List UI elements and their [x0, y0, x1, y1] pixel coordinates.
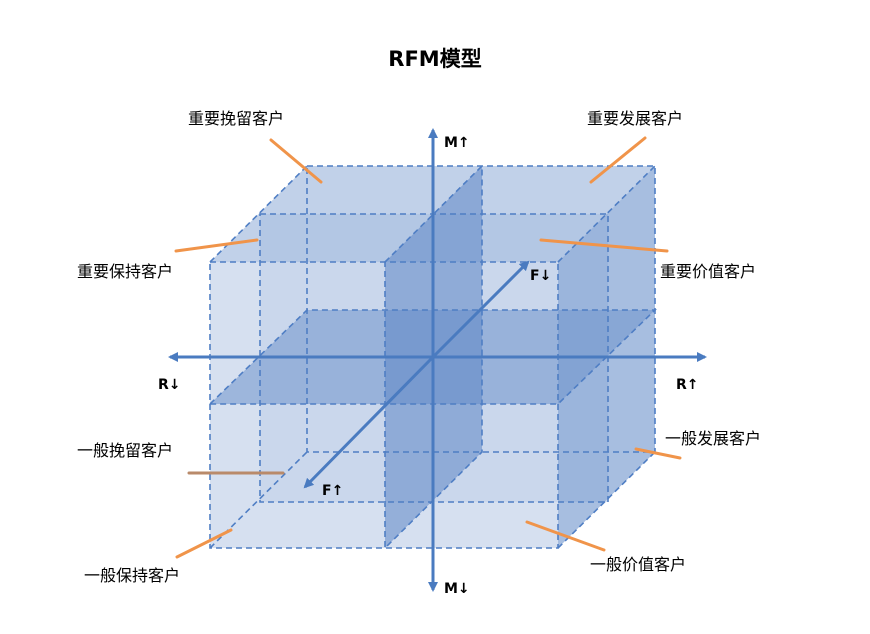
label-general-retain: 一般挽留客户: [77, 441, 173, 460]
leader-general-develop: [634, 447, 682, 460]
cube-edge: [557, 165, 656, 263]
cube-front-edges: [209, 261, 559, 549]
label-important-develop: 重要发展客户: [587, 109, 683, 128]
axes: [168, 128, 707, 592]
axis-label-m-down: M↓: [444, 581, 470, 597]
axis-label-f-back: F↓: [530, 268, 551, 284]
label-general-develop: 一般发展客户: [665, 429, 761, 448]
leader-lines: [174, 136, 682, 559]
leader-important-keep: [174, 238, 259, 253]
diagram-title: RFM模型: [388, 47, 481, 71]
vertical-plane-edges: [384, 164, 483, 550]
label-general-value: 一般价值客户: [590, 555, 686, 574]
cube-edge: [209, 165, 308, 263]
axis-label-r-left: R↓: [158, 377, 181, 393]
label-important-keep: 重要保持客户: [77, 262, 173, 281]
leader-important-retain: [269, 138, 323, 184]
f-axis-front: [303, 355, 435, 489]
leader-general-keep: [175, 528, 233, 559]
axis-label-f-front: F↑: [322, 483, 343, 499]
axis-label-m-up: M↑: [444, 135, 470, 151]
label-general-keep: 一般保持客户: [84, 566, 180, 585]
leader-important-develop: [589, 136, 647, 184]
cube-edge: [557, 451, 656, 549]
label-important-retain: 重要挽留客户: [188, 109, 284, 128]
horizontal-plane-edges: [208, 309, 657, 405]
f-axis-back: [431, 260, 530, 359]
leader-general-value: [525, 520, 606, 552]
axis-label-r-right: R↑: [676, 377, 699, 393]
leader-important-value: [539, 238, 669, 253]
label-important-value: 重要价值客户: [660, 262, 756, 281]
